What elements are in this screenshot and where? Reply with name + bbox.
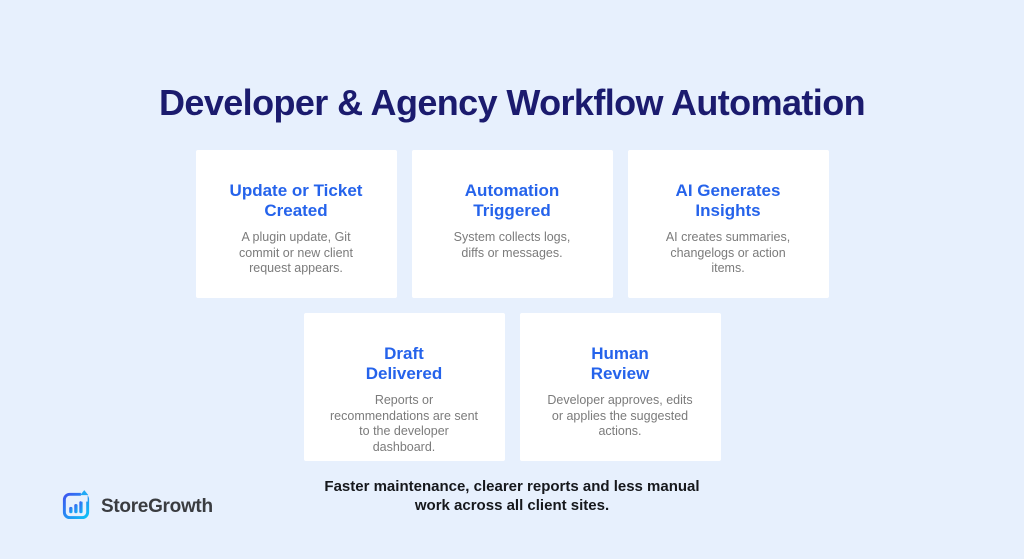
storegrowth-logo: StoreGrowth xyxy=(60,488,213,526)
card-row-bottom: Draft Delivered Reports or recommendatio… xyxy=(0,313,1024,461)
page-title: Developer & Agency Workflow Automation xyxy=(159,82,866,123)
card-heading: Update or Ticket Created xyxy=(229,181,363,220)
workflow-card-automation-triggered: Automation Triggered System collects log… xyxy=(411,150,613,298)
card-heading: Automation Triggered xyxy=(464,181,560,220)
card-body: System collects logs, diffs or messages. xyxy=(453,230,571,260)
card-body: A plugin update, Git commit or new clien… xyxy=(239,230,353,275)
card-heading: AI Generates Insights xyxy=(675,181,781,220)
card-heading: Human Review xyxy=(590,344,650,383)
workflow-card-human-review: Human Review Developer approves, edits o… xyxy=(519,313,721,461)
card-body: Reports or recommendations are sent to t… xyxy=(330,393,478,454)
logo-text: StoreGrowth xyxy=(101,496,213,517)
footer-summary: Faster maintenance, clearer reports and … xyxy=(324,478,700,514)
card-heading: Draft Delivered xyxy=(365,344,443,383)
workflow-card-ai-generates-insights: AI Generates Insights AI creates summari… xyxy=(627,150,829,298)
card-body: Developer approves, edits or applies the… xyxy=(547,393,693,438)
card-body: AI creates summaries, changelogs or acti… xyxy=(665,230,791,275)
workflow-card-draft-delivered: Draft Delivered Reports or recommendatio… xyxy=(303,313,505,461)
card-row-top: Update or Ticket Created A plugin update… xyxy=(0,150,1024,298)
workflow-card-update-or-ticket-created: Update or Ticket Created A plugin update… xyxy=(195,150,397,298)
bar-chart-growth-icon xyxy=(60,488,93,526)
